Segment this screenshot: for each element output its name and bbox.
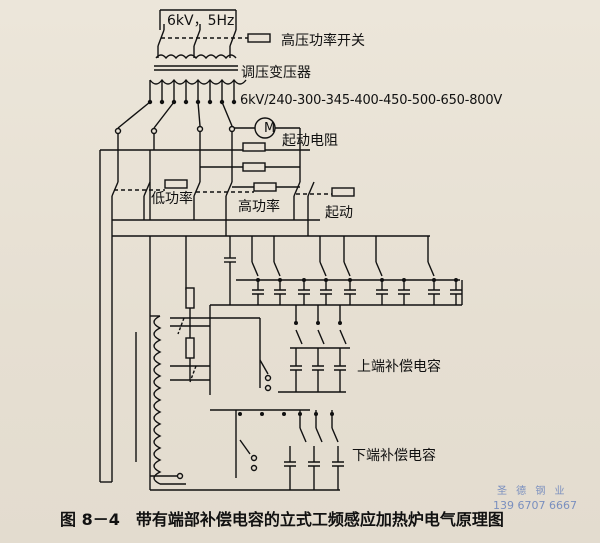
tap-transformer: [147, 54, 247, 105]
tap-selector: [114, 101, 236, 150]
motor-symbol: [234, 117, 300, 139]
low-power-label: 低功率: [151, 191, 193, 207]
main-capacitor-bank: [210, 236, 463, 306]
start-resistor-label: 起动电阻: [282, 133, 338, 149]
supply-label: 6kV，5Hz: [167, 13, 235, 29]
upper-capacitor-bank: [210, 305, 350, 393]
induction-coil: [135, 287, 211, 485]
high-power-label: 高功率: [238, 199, 280, 215]
busbars: [117, 128, 310, 220]
tap-voltages-label: 6kV/240-300-345-400-450-500-650-800V: [240, 93, 503, 108]
watermark-phone: 139 6707 6667: [493, 499, 577, 512]
hv-switch-label: 高压功率开关: [281, 33, 365, 49]
upper-capacitor-label: 上端补偿电容: [357, 359, 441, 375]
contactor-switches: [111, 179, 355, 236]
distribution-busbars: [111, 219, 430, 490]
lower-capacitor-bank: [150, 409, 344, 491]
start-label: 起动: [325, 205, 353, 221]
watermark-name: 圣 德 钢 业: [497, 486, 568, 497]
return-wiring: [99, 149, 270, 491]
tap-transformer-label: 调压变压器: [241, 65, 311, 81]
hv-power-switch: [157, 24, 271, 58]
supply-bracket: [159, 9, 237, 30]
motor-icon: M: [264, 121, 276, 136]
lower-capacitor-label: 下端补偿电容: [352, 448, 436, 464]
figure-caption: 图 8－4 带有端部补偿电容的立式工频感应加热炉电气原理图: [60, 510, 504, 529]
start-resistors: [200, 142, 300, 192]
